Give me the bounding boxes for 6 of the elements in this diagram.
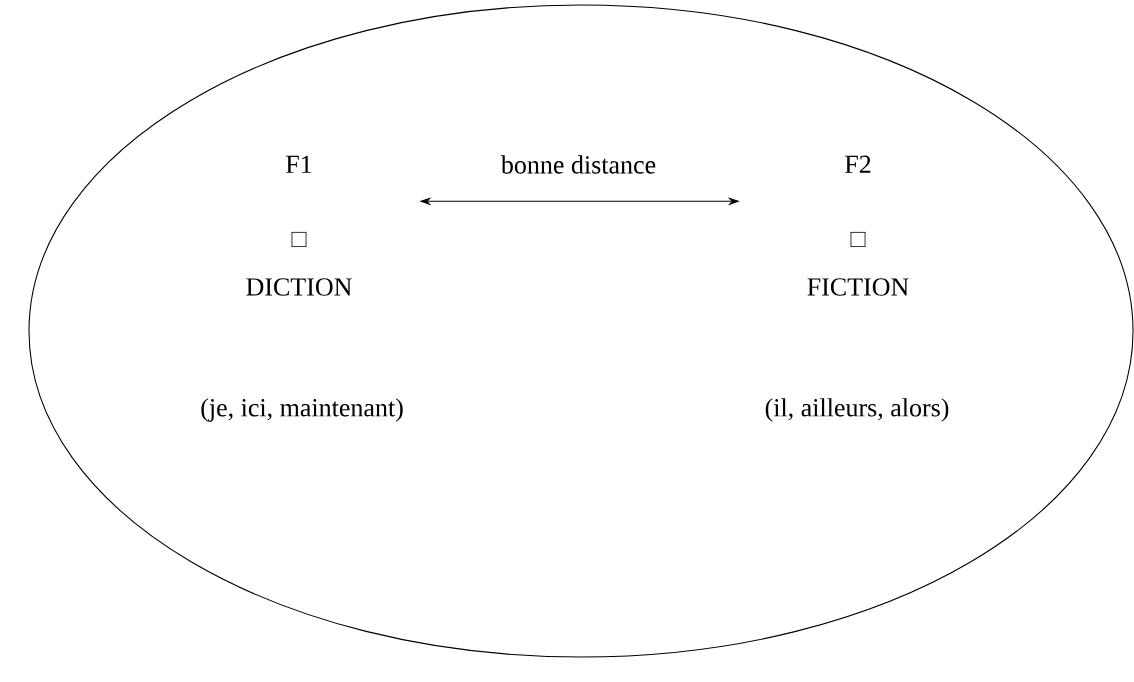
labelled-square: F1 DICTION xyxy=(246,155,352,296)
labelled-square: F2 FICTION xyxy=(807,155,909,296)
edge-label: bonne distance xyxy=(499,154,658,175)
coordinates-text: (il, ailleurs, alors) xyxy=(765,398,949,422)
coordinates-text: (je, ici, maintenant) xyxy=(201,398,403,422)
ellipse-outline xyxy=(28,4,1134,658)
